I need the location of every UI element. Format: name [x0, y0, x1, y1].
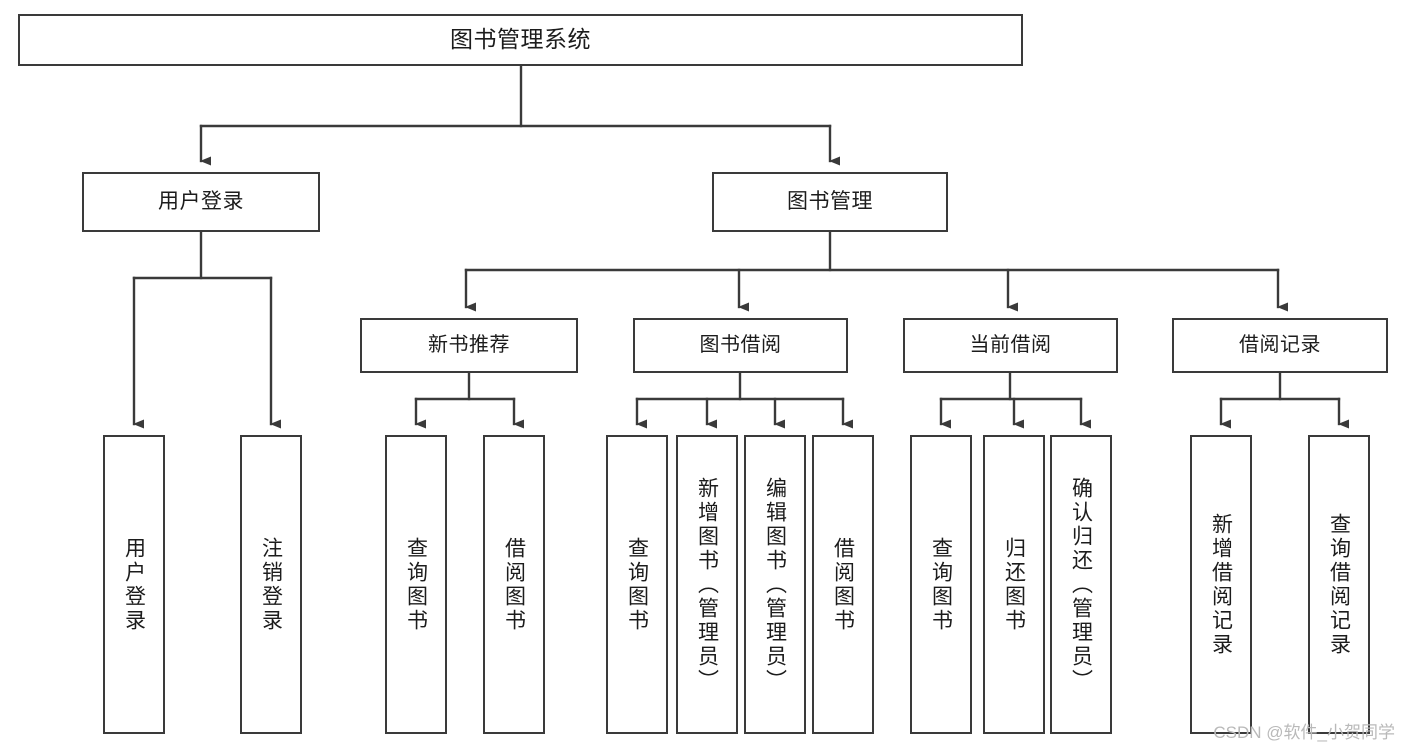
node-book-manage-label: 图书管理	[787, 189, 873, 213]
node-leaf-confirm-return[interactable]: 确认归还（管理员）	[1050, 435, 1112, 734]
node-leaf-query-book-3[interactable]: 查询图书	[910, 435, 972, 734]
node-user-login-label: 用户登录	[158, 189, 244, 213]
node-borrow-record-label: 借阅记录	[1239, 333, 1321, 356]
node-leaf-logout-login-label: 注销登录	[259, 536, 283, 633]
node-leaf-query-book-2[interactable]: 查询图书	[606, 435, 668, 734]
node-leaf-add-book[interactable]: 新增图书（管理员）	[676, 435, 738, 734]
node-leaf-add-record[interactable]: 新增借阅记录	[1190, 435, 1252, 734]
node-leaf-borrow-book-1[interactable]: 借阅图书	[483, 435, 545, 734]
node-leaf-return-book[interactable]: 归还图书	[983, 435, 1045, 734]
node-leaf-logout-login[interactable]: 注销登录	[240, 435, 302, 734]
node-leaf-add-record-label: 新增借阅记录	[1209, 512, 1233, 657]
node-leaf-edit-book[interactable]: 编辑图书（管理员）	[744, 435, 806, 734]
node-root-system[interactable]: 图书管理系统	[18, 14, 1023, 66]
node-root-system-label: 图书管理系统	[450, 26, 591, 53]
node-new-book-recommend-label: 新书推荐	[428, 333, 510, 356]
node-leaf-borrow-book-1-label: 借阅图书	[502, 536, 526, 633]
node-new-book-recommend[interactable]: 新书推荐	[360, 318, 578, 373]
node-borrow-record[interactable]: 借阅记录	[1172, 318, 1388, 373]
node-leaf-borrow-book-2-label: 借阅图书	[831, 536, 855, 633]
node-leaf-query-book-3-label: 查询图书	[929, 536, 953, 633]
node-leaf-query-book-1-label: 查询图书	[404, 536, 428, 633]
node-leaf-query-book-1[interactable]: 查询图书	[385, 435, 447, 734]
node-leaf-add-book-label: 新增图书（管理员）	[695, 476, 719, 693]
node-leaf-user-login[interactable]: 用户登录	[103, 435, 165, 734]
connector-lines	[132, 64, 1349, 429]
node-leaf-query-book-2-label: 查询图书	[625, 536, 649, 633]
node-user-login[interactable]: 用户登录	[82, 172, 320, 232]
node-leaf-return-book-label: 归还图书	[1002, 536, 1026, 633]
node-current-borrow[interactable]: 当前借阅	[903, 318, 1118, 373]
node-book-borrow-label: 图书借阅	[699, 333, 782, 356]
node-leaf-borrow-book-2[interactable]: 借阅图书	[812, 435, 874, 734]
node-leaf-edit-book-label: 编辑图书（管理员）	[763, 476, 787, 693]
node-current-borrow-label: 当前借阅	[969, 333, 1052, 356]
node-book-manage[interactable]: 图书管理	[712, 172, 948, 232]
node-leaf-user-login-label: 用户登录	[122, 536, 146, 633]
node-leaf-confirm-return-label: 确认归还（管理员）	[1069, 476, 1093, 693]
node-book-borrow[interactable]: 图书借阅	[633, 318, 848, 373]
node-leaf-query-record-label: 查询借阅记录	[1327, 512, 1351, 657]
node-leaf-query-record[interactable]: 查询借阅记录	[1308, 435, 1370, 734]
